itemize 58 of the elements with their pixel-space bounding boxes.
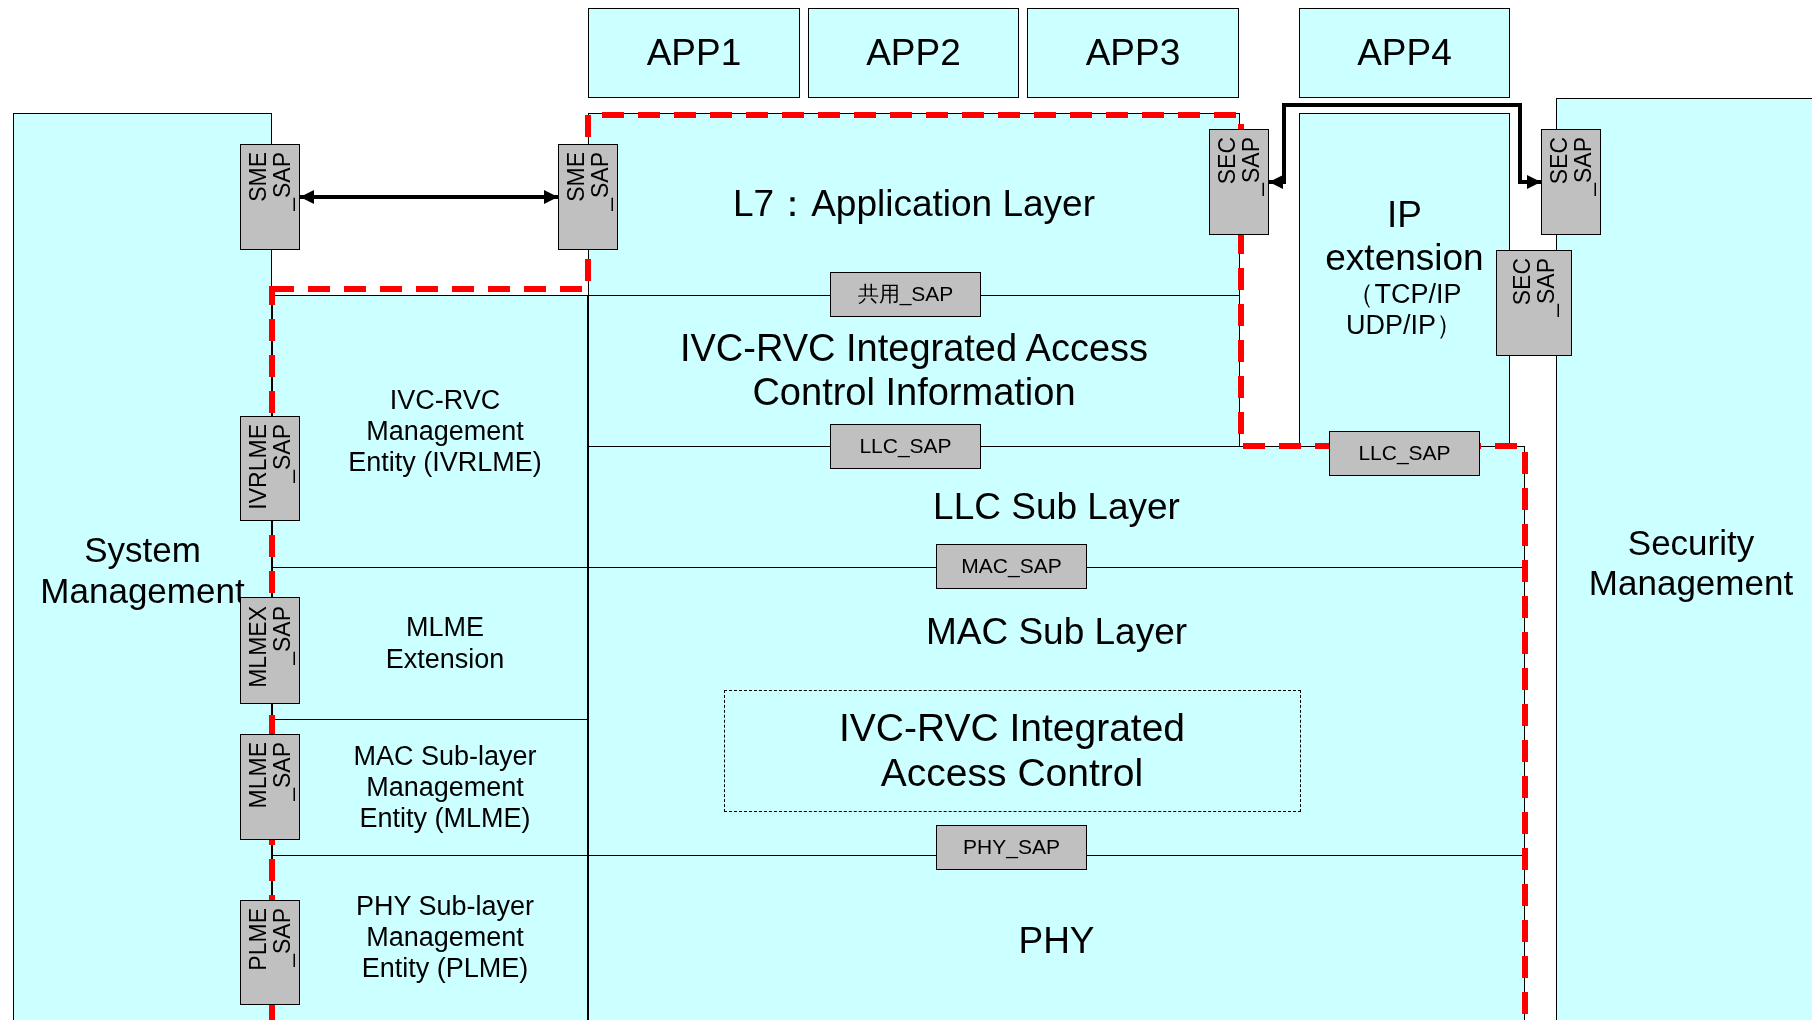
sap-label: PHY_SAP bbox=[963, 835, 1060, 860]
dashed-box bbox=[723, 689, 1301, 812]
app-label: APP4 bbox=[1357, 31, 1452, 75]
arrow bbox=[1269, 103, 1541, 189]
sap-box bbox=[936, 544, 1087, 589]
layer-label: （TCP/IP UDP/IP） bbox=[1345, 279, 1464, 342]
app-label: APP3 bbox=[1085, 31, 1181, 75]
sap-label: 共用_SAP bbox=[857, 282, 954, 307]
layer-label: LLC Sub Layer bbox=[933, 485, 1180, 529]
sap-box bbox=[1496, 250, 1572, 356]
layer-box bbox=[272, 719, 588, 856]
sap-box bbox=[240, 416, 300, 521]
sap-box bbox=[936, 825, 1087, 870]
layer-label: Security Management bbox=[1587, 522, 1795, 604]
layer-box bbox=[1299, 113, 1510, 447]
app-label: APP2 bbox=[866, 31, 961, 75]
sap-label: MAC_SAP bbox=[961, 554, 1062, 579]
app-box bbox=[1027, 8, 1239, 98]
sap-label: MLMEX _SAP bbox=[245, 605, 295, 690]
layer-label: IVC-RVC Integrated Access Control Information bbox=[678, 327, 1150, 415]
sap-label: IVRLME _SAP bbox=[245, 423, 295, 512]
sap-box bbox=[830, 272, 981, 317]
sap-box bbox=[1209, 129, 1269, 235]
sap-box bbox=[1541, 129, 1601, 235]
arrow bbox=[300, 190, 558, 204]
sap-label: MLME _SAP bbox=[245, 742, 295, 811]
layer-box bbox=[272, 567, 588, 720]
sap-label: SME _SAP bbox=[563, 152, 613, 213]
layer-label: IVC-RVC Management Entity (IVRLME) bbox=[347, 384, 543, 479]
layer-label: MAC Sub-layer Management Entity (MLME) bbox=[352, 740, 538, 835]
sap-box bbox=[240, 144, 300, 250]
app-box bbox=[1299, 8, 1510, 98]
layer-box bbox=[272, 855, 588, 1020]
sap-box bbox=[830, 424, 981, 469]
sap-label: SEC _SAP bbox=[1509, 258, 1559, 319]
layer-label: MLME Extension bbox=[384, 612, 506, 675]
dashed-box-label: IVC-RVC Integrated Access Control bbox=[837, 705, 1187, 796]
layer-label: PHY bbox=[1018, 920, 1095, 963]
layer-box bbox=[13, 113, 272, 1020]
layer-label: System Management bbox=[39, 530, 246, 611]
layer-label: MAC Sub Layer bbox=[925, 611, 1188, 654]
layer-box bbox=[272, 295, 588, 568]
sap-label: SME _SAP bbox=[245, 152, 295, 213]
sap-label: SEC _SAP bbox=[1214, 137, 1264, 198]
app-label: APP1 bbox=[646, 31, 742, 75]
sap-label: PLME _SAP bbox=[245, 907, 295, 973]
sap-label: SEC _SAP bbox=[1546, 137, 1596, 198]
app-box bbox=[808, 8, 1019, 98]
sap-box bbox=[240, 734, 300, 840]
sap-box bbox=[1329, 431, 1480, 476]
layer-label: PHY Sub-layer Management Entity (PLME) bbox=[354, 890, 536, 985]
layer-label: L7：Application Layer bbox=[733, 183, 1095, 226]
sap-label: LLC_SAP bbox=[859, 434, 952, 459]
layer-label: IP extension bbox=[1324, 194, 1485, 280]
sap-box bbox=[240, 900, 300, 1005]
app-box bbox=[588, 8, 800, 98]
sap-label: LLC_SAP bbox=[1358, 441, 1451, 466]
sap-box bbox=[558, 144, 618, 250]
